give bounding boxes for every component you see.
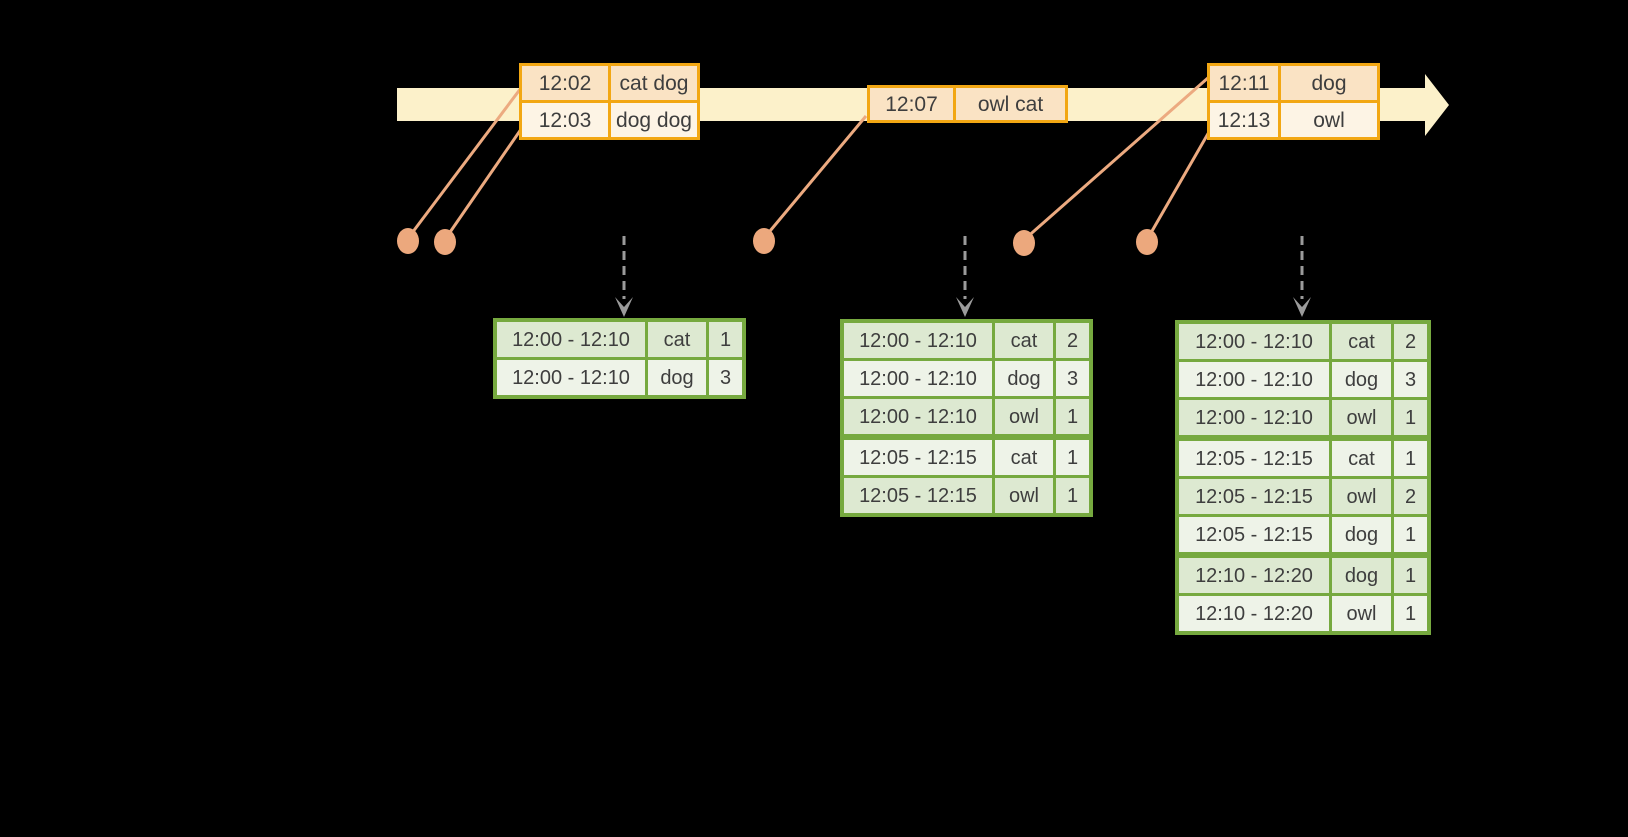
window-cell: 12:10 - 12:20 (1179, 596, 1329, 631)
event-table-1: 12:02 cat dog 12:03 dog dog (519, 63, 700, 140)
count-cell: 2 (1394, 324, 1427, 359)
window-cell: 12:00 - 12:10 (1179, 362, 1329, 397)
window-cell: 12:05 - 12:15 (844, 478, 992, 513)
window-group: 12:00 - 12:10 cat 2 12:00 - 12:10 dog 3 … (1179, 324, 1427, 435)
window-cell: 12:00 - 12:10 (497, 322, 645, 357)
event-leader-line (1146, 124, 1215, 239)
event-leader-line (763, 115, 868, 238)
window-cell: 12:10 - 12:20 (1179, 558, 1329, 593)
event-leader-line (1024, 75, 1210, 241)
window-group: 12:05 - 12:15 cat 1 12:05 - 12:15 owl 2 … (1179, 441, 1427, 552)
window-cell: 12:00 - 12:10 (844, 323, 992, 358)
window-cell: 12:05 - 12:15 (844, 440, 992, 475)
event-words: dog (1281, 66, 1377, 100)
word-cell: dog (1332, 517, 1391, 552)
event-table-3: 12:11 dog 12:13 owl (1207, 63, 1380, 140)
word-cell: cat (995, 323, 1053, 358)
count-cell: 1 (1394, 517, 1427, 552)
event-dot-icon (397, 228, 419, 254)
event-words: owl (1281, 103, 1377, 137)
word-cell: owl (995, 478, 1053, 513)
window-cell: 12:00 - 12:10 (844, 399, 992, 434)
trigger-arrowhead-icon (1293, 297, 1311, 317)
count-cell: 1 (1394, 441, 1427, 476)
timeline-arrowhead-icon (1425, 74, 1449, 136)
word-cell: cat (995, 440, 1053, 475)
trigger-arrows (615, 236, 1311, 317)
window-cell: 12:05 - 12:15 (1179, 479, 1329, 514)
count-cell: 1 (1394, 400, 1427, 435)
event-words: dog dog (611, 103, 697, 137)
event-marker-dots (397, 228, 1158, 256)
count-cell: 3 (1056, 361, 1089, 396)
word-cell: dog (648, 360, 706, 395)
window-cell: 12:00 - 12:10 (497, 360, 645, 395)
event-dot-icon (1136, 229, 1158, 255)
window-group: 12:10 - 12:20 dog 1 12:10 - 12:20 owl 1 (1179, 558, 1427, 631)
window-cell: 12:05 - 12:15 (1179, 441, 1329, 476)
event-leader-lines (407, 75, 1215, 241)
window-cell: 12:05 - 12:15 (1179, 517, 1329, 552)
event-words: owl cat (956, 88, 1065, 120)
trigger-arrowhead-icon (615, 297, 633, 317)
count-cell: 2 (1394, 479, 1427, 514)
count-cell: 1 (1056, 440, 1089, 475)
word-cell: owl (1332, 400, 1391, 435)
result-table-3: 12:00 - 12:10 cat 2 12:00 - 12:10 dog 3 … (1175, 320, 1431, 635)
event-time: 12:02 (522, 66, 608, 100)
word-cell: owl (1332, 479, 1391, 514)
count-cell: 1 (709, 322, 742, 357)
count-cell: 1 (1394, 596, 1427, 631)
word-cell: cat (648, 322, 706, 357)
word-cell: dog (995, 361, 1053, 396)
event-table-2: 12:07 owl cat (867, 85, 1068, 123)
event-dot-icon (753, 228, 775, 254)
word-cell: owl (1332, 596, 1391, 631)
event-time: 12:13 (1210, 103, 1278, 137)
trigger-arrowhead-icon (956, 297, 974, 317)
count-cell: 1 (1394, 558, 1427, 593)
count-cell: 2 (1056, 323, 1089, 358)
event-leader-line (444, 121, 528, 239)
word-cell: cat (1332, 324, 1391, 359)
window-cell: 12:00 - 12:10 (1179, 400, 1329, 435)
window-cell: 12:00 - 12:10 (844, 361, 992, 396)
result-table-1: 12:00 - 12:10 cat 1 12:00 - 12:10 dog 3 (493, 318, 746, 399)
window-group: 12:00 - 12:10 cat 2 12:00 - 12:10 dog 3 … (844, 323, 1089, 434)
event-time: 12:03 (522, 103, 608, 137)
event-dot-icon (434, 229, 456, 255)
count-cell: 3 (709, 360, 742, 395)
window-group: 12:00 - 12:10 cat 1 12:00 - 12:10 dog 3 (497, 322, 742, 395)
count-cell: 1 (1056, 478, 1089, 513)
result-table-2: 12:00 - 12:10 cat 2 12:00 - 12:10 dog 3 … (840, 319, 1093, 517)
event-dot-icon (1013, 230, 1035, 256)
word-cell: dog (1332, 362, 1391, 397)
count-cell: 1 (1056, 399, 1089, 434)
event-time: 12:11 (1210, 66, 1278, 100)
word-cell: dog (1332, 558, 1391, 593)
count-cell: 3 (1394, 362, 1427, 397)
window-cell: 12:00 - 12:10 (1179, 324, 1329, 359)
event-words: cat dog (611, 66, 697, 100)
word-cell: owl (995, 399, 1053, 434)
event-leader-line (407, 87, 523, 238)
event-time: 12:07 (870, 88, 953, 120)
word-cell: cat (1332, 441, 1391, 476)
window-group: 12:05 - 12:15 cat 1 12:05 - 12:15 owl 1 (844, 440, 1089, 513)
